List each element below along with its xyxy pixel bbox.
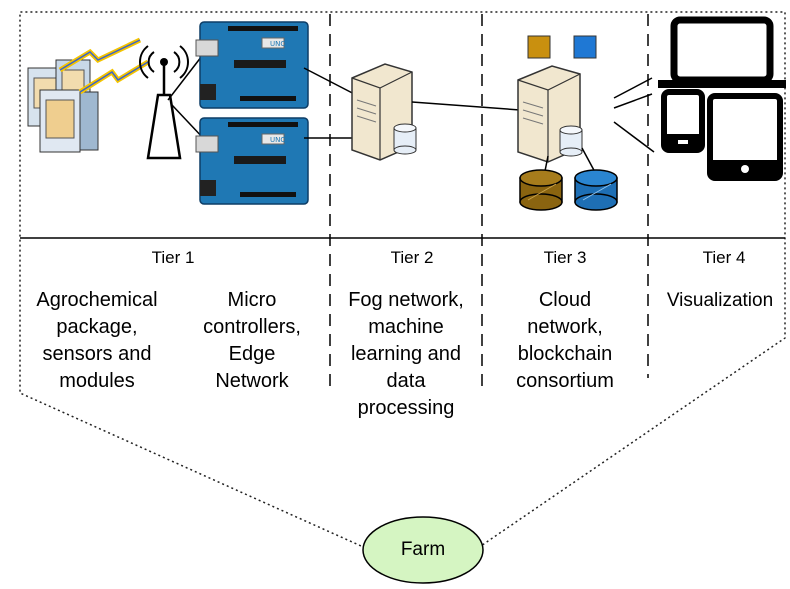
description-line: consortium [516, 370, 614, 392]
smartphone-icon [661, 89, 705, 153]
database-icon [559, 125, 583, 157]
antenna-tower-icon [139, 45, 189, 160]
blue-square-icon [573, 35, 597, 59]
tablet-icon [707, 93, 783, 181]
description-line: learning and [350, 343, 462, 365]
description-line: network, [527, 316, 603, 338]
description-line: package, [56, 316, 138, 338]
tier-3-description: Cloud network, blockchain consortium [494, 287, 636, 395]
description-line: Agrochemical [36, 289, 158, 311]
description-line: controllers, [203, 316, 301, 338]
fog-cloud-link [411, 101, 521, 111]
tier-1-sensors-description: Agrochemical package, sensors and module… [22, 287, 172, 395]
sensor-package-icon [27, 59, 99, 153]
description-line: Micro [227, 289, 277, 311]
tier-4-description: Visualization [652, 287, 788, 314]
tier-1-controllers-description: Micro controllers, Edge Network [182, 287, 322, 395]
description-line: machine [368, 316, 444, 338]
farm-label: Farm [400, 539, 446, 560]
description-line: data [386, 370, 426, 392]
tier-2-description: Fog network, machine learning and data p… [330, 287, 482, 422]
microcontroller-board-icon: UNO [195, 21, 309, 109]
svg-text:UNO: UNO [270, 40, 286, 48]
description-line: processing [357, 397, 455, 419]
device-link [613, 77, 653, 99]
farm-node [362, 516, 484, 584]
description-line: Fog network, [348, 289, 464, 311]
description-line: Visualization [666, 290, 774, 311]
tier-1-label: Tier 1 [151, 248, 195, 267]
database-icon [574, 169, 618, 211]
laptop-icon [658, 16, 786, 88]
device-link [613, 93, 653, 109]
wireless-signal-icon [59, 39, 141, 71]
wireless-signal-icon [58, 37, 142, 73]
description-line: sensors and [42, 343, 152, 365]
svg-text:UNO: UNO [270, 136, 286, 144]
database-icon [393, 123, 417, 155]
device-link [613, 121, 655, 153]
description-line: blockchain [517, 343, 613, 365]
description-line: Edge [228, 343, 276, 365]
tier-2-label: Tier 2 [390, 248, 434, 267]
description-line: Cloud [538, 289, 592, 311]
description-line: modules [59, 370, 135, 392]
tower-link [167, 51, 206, 101]
description-line: Network [215, 370, 289, 392]
microcontroller-board-icon: UNO [195, 117, 309, 205]
tier-4-label: Tier 4 [702, 248, 746, 267]
database-icon [519, 169, 563, 211]
gold-square-icon [527, 35, 551, 59]
wireless-signal-icon [79, 61, 149, 93]
tier-3-label: Tier 3 [543, 248, 587, 267]
